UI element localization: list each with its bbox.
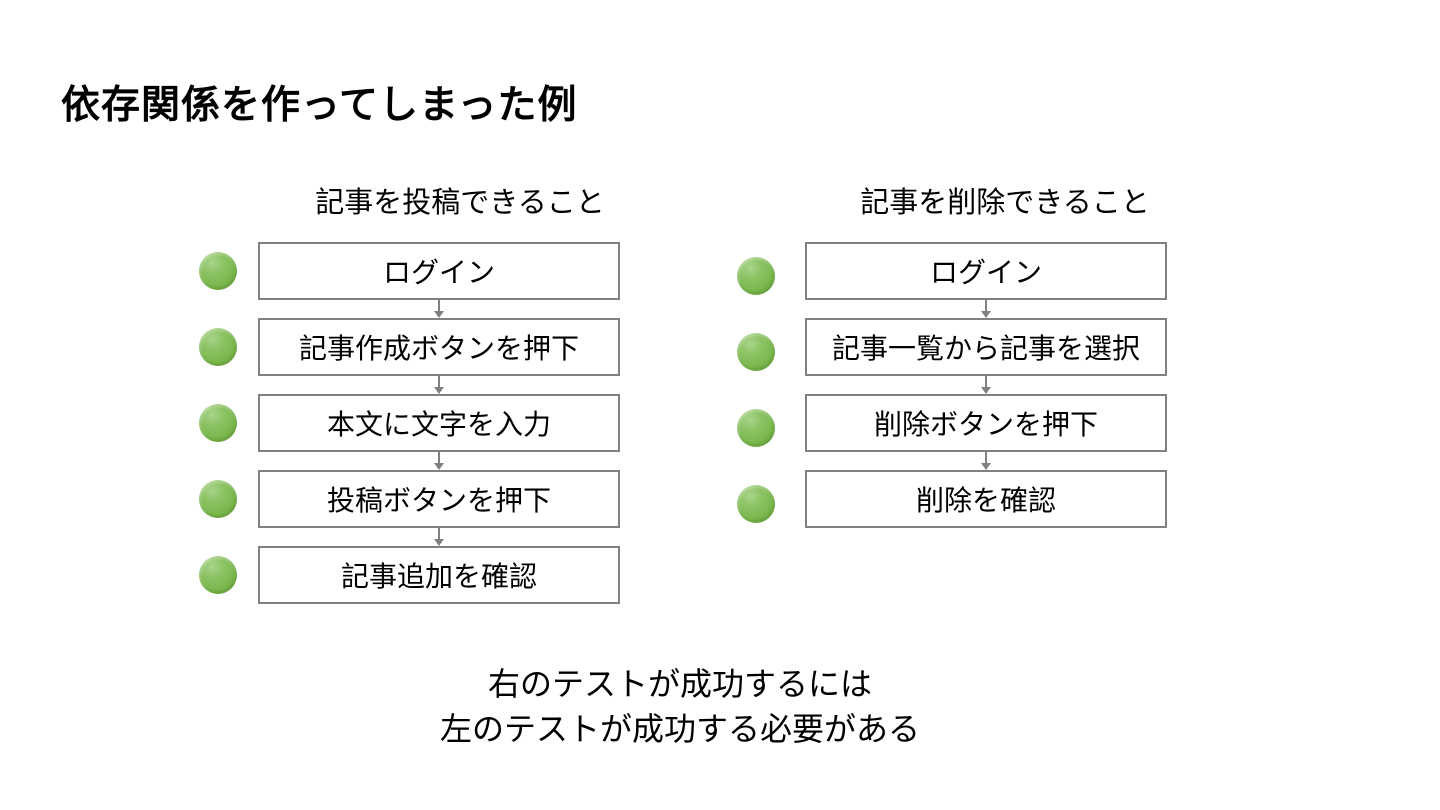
green-circle-icon <box>737 485 775 523</box>
green-circle-icon <box>737 257 775 295</box>
arrow-down-icon <box>432 452 446 470</box>
flow-step-box: 記事一覧から記事を選択 <box>805 318 1167 376</box>
conclusion-text: 右のテストが成功するには 左のテストが成功する必要がある <box>380 662 980 752</box>
flow-step-box: ログイン <box>805 242 1167 300</box>
flow-step-box: 記事作成ボタンを押下 <box>258 318 620 376</box>
flow-step-box: 本文に文字を入力 <box>258 394 620 452</box>
green-circle-icon <box>199 480 237 518</box>
flow-step-box: ログイン <box>258 242 620 300</box>
flow-step-box: 削除ボタンを押下 <box>805 394 1167 452</box>
slide-title: 依存関係を作ってしまった例 <box>61 84 578 127</box>
green-circle-icon <box>199 252 237 290</box>
flow-step-box: 記事追加を確認 <box>258 546 620 604</box>
green-circle-icon <box>199 328 237 366</box>
arrow-down-icon <box>432 376 446 394</box>
green-circle-icon <box>737 333 775 371</box>
arrow-down-icon <box>979 452 993 470</box>
arrow-down-icon <box>432 300 446 318</box>
flow-step-box: 投稿ボタンを押下 <box>258 470 620 528</box>
conclusion-line-2: 左のテストが成功する必要がある <box>439 711 920 747</box>
left-flow-title: 記事を投稿できること <box>315 187 605 219</box>
green-circle-icon <box>199 404 237 442</box>
arrow-down-icon <box>979 300 993 318</box>
green-circle-icon <box>199 556 237 594</box>
conclusion-line-1: 右のテストが成功するには <box>487 666 872 702</box>
arrow-down-icon <box>979 376 993 394</box>
green-circle-icon <box>737 409 775 447</box>
arrow-down-icon <box>432 528 446 546</box>
right-flow-title: 記事を削除できること <box>860 187 1150 219</box>
flow-step-box: 削除を確認 <box>805 470 1167 528</box>
